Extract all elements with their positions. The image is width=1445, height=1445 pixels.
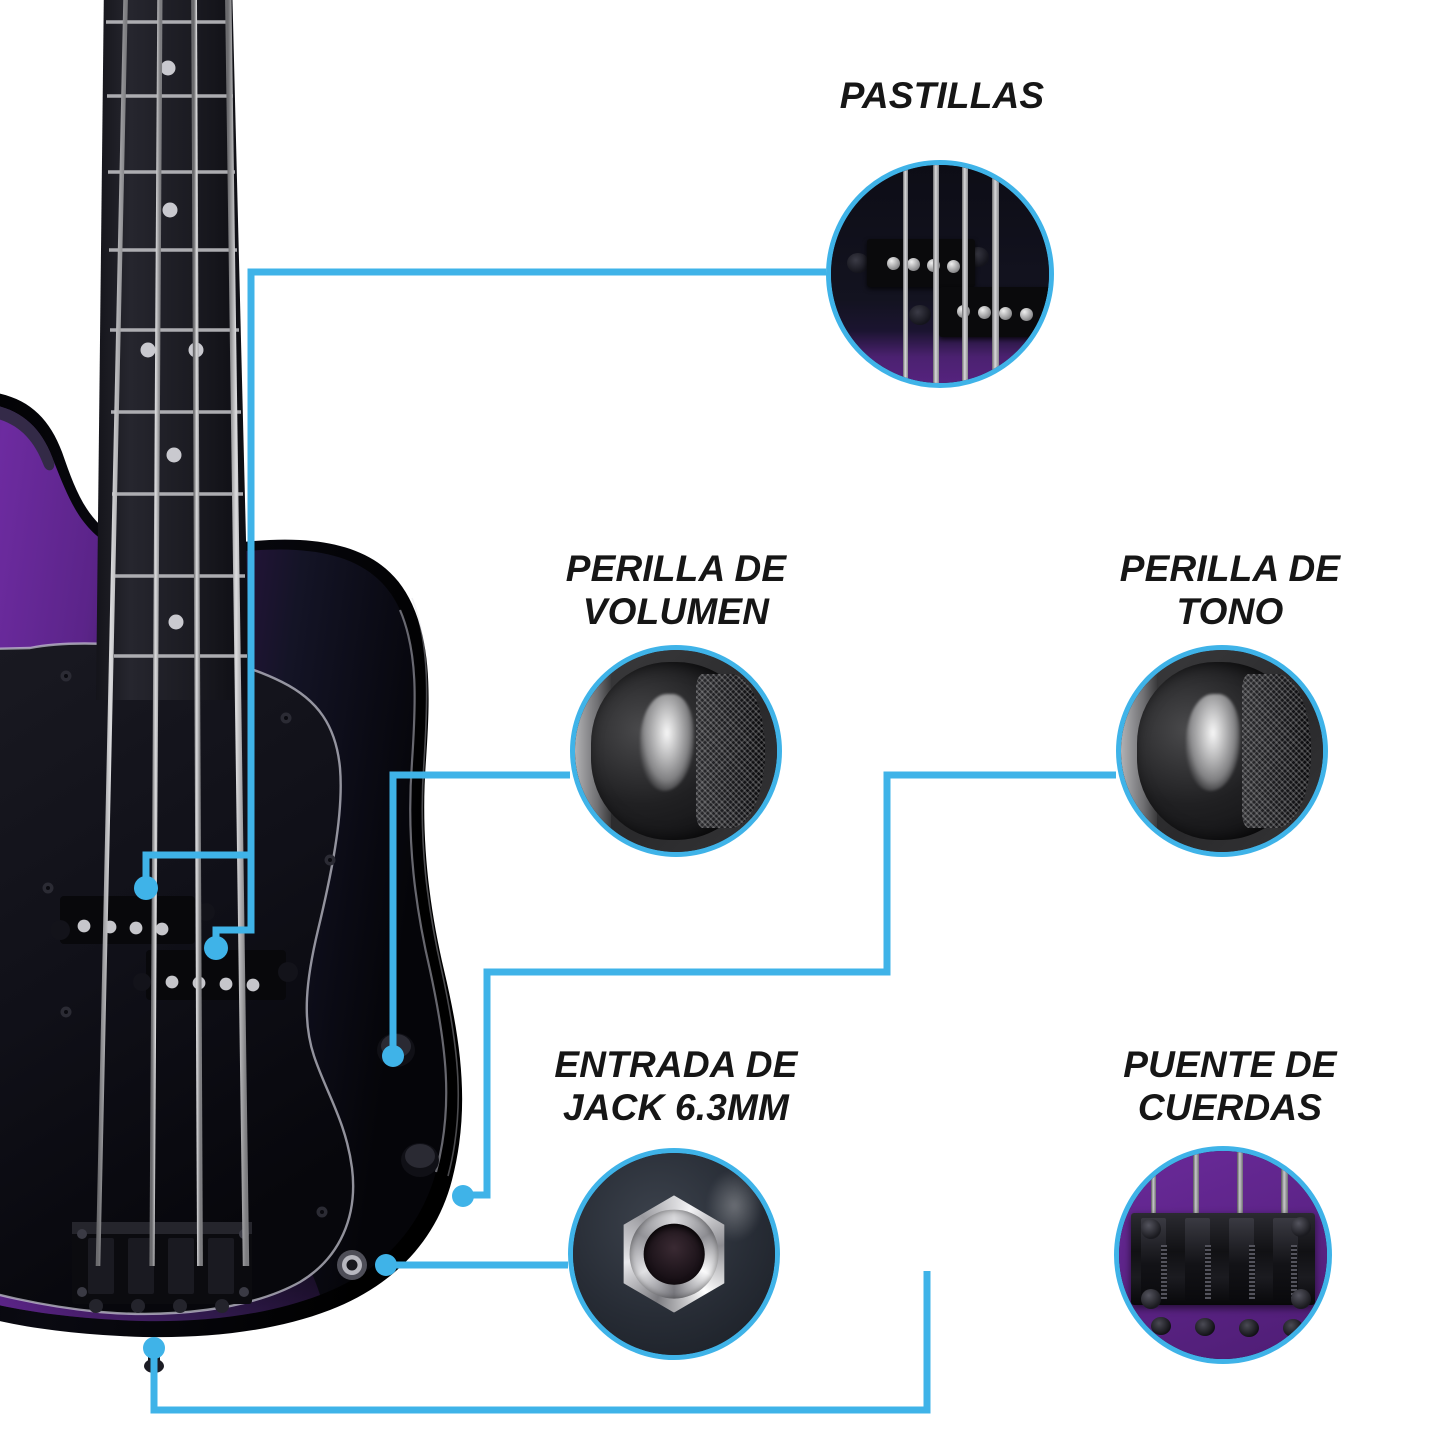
label-puente-cuerdas: PUENTE DE CUERDAS	[1123, 1044, 1337, 1128]
callout-perilla-tono[interactable]	[1116, 645, 1328, 857]
tone-knob-photo	[1121, 650, 1323, 852]
split-coil-pickups	[50, 896, 298, 1000]
callout-puente-cuerdas[interactable]	[1114, 1146, 1332, 1364]
jack-socket	[337, 1250, 367, 1280]
callout-entrada-jack[interactable]	[568, 1148, 780, 1360]
strap-button	[144, 1338, 164, 1373]
volume-knob-photo	[575, 650, 777, 852]
callout-perilla-volumen[interactable]	[570, 645, 782, 857]
bridge-photo	[1119, 1151, 1327, 1359]
label-entrada-jack: ENTRADA DE JACK 6.3MM	[554, 1044, 798, 1128]
jack-input-photo	[573, 1153, 775, 1355]
label-pastillas: PASTILLAS	[839, 75, 1045, 116]
pickups-photo	[831, 165, 1049, 383]
bass-guitar-image	[0, 0, 463, 1373]
callout-pastillas[interactable]	[826, 160, 1054, 388]
label-perilla-tono: PERILLA DE TONO	[1119, 548, 1341, 632]
label-perilla-volumen: PERILLA DE VOLUMEN	[565, 548, 787, 632]
line-tono	[466, 771, 1116, 1199]
